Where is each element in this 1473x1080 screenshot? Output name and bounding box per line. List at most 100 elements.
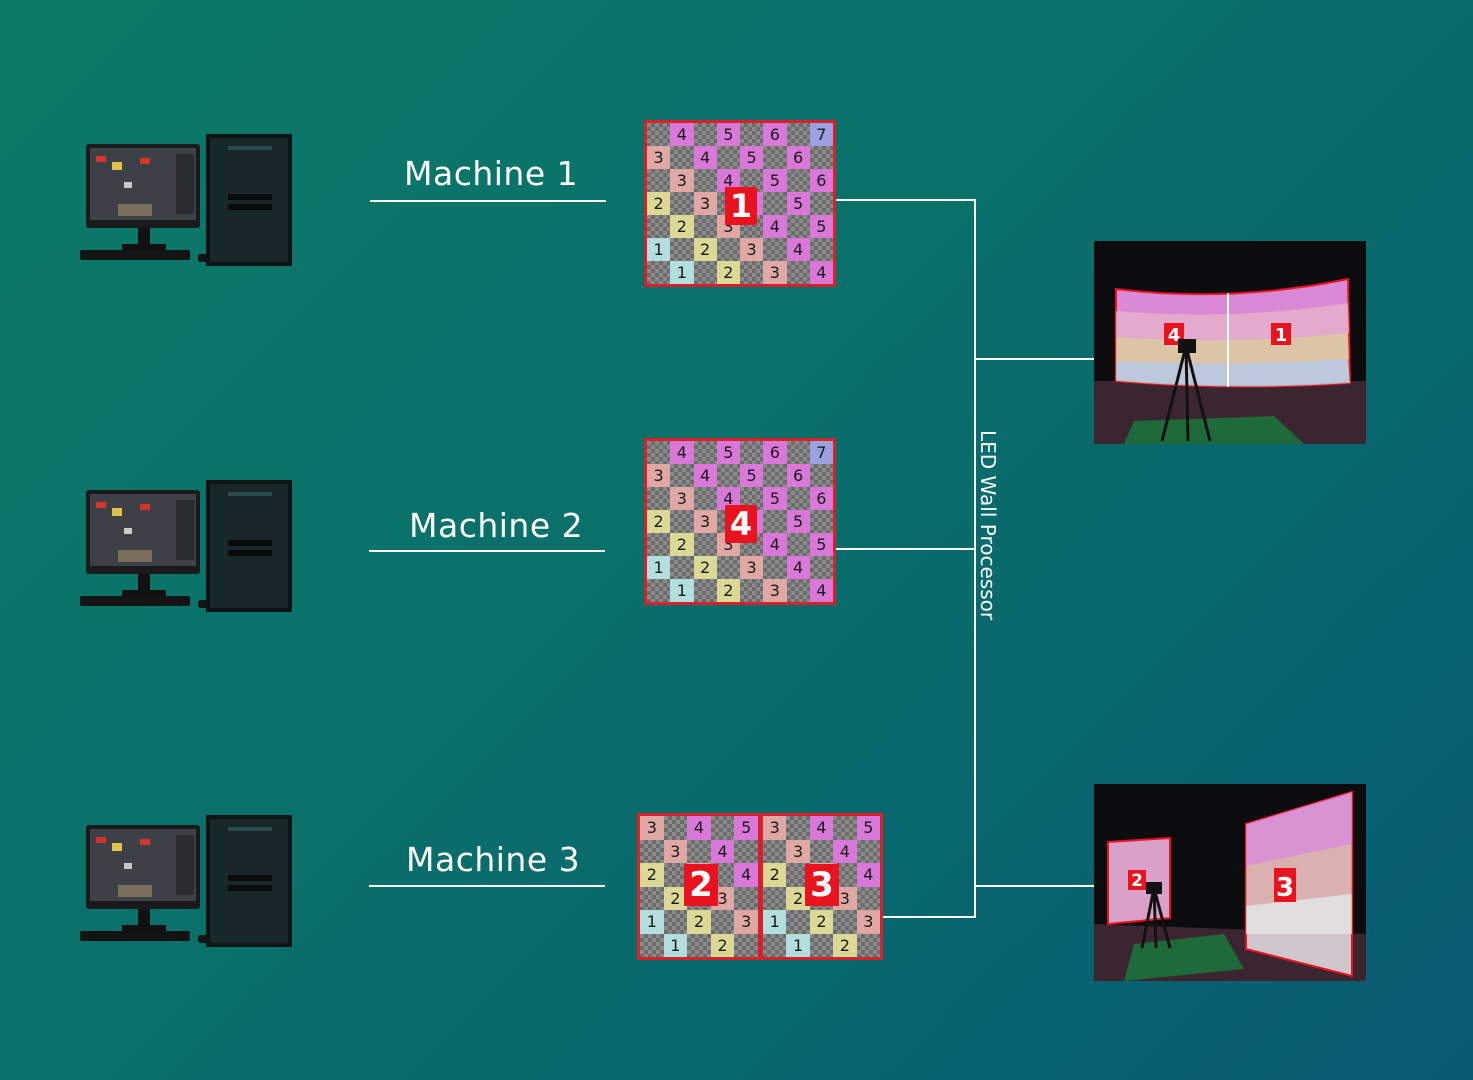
- pattern-cell: [786, 215, 810, 238]
- pattern-cell: 4: [786, 556, 810, 579]
- pattern-cell: [786, 261, 810, 284]
- pattern-cell: 5: [856, 816, 880, 840]
- wall-number-4: 4: [1168, 325, 1181, 346]
- pattern-cell: [647, 441, 671, 464]
- pattern-cell: 3: [740, 556, 764, 579]
- pattern-cell: 4: [693, 146, 717, 169]
- pattern-cell: 3: [763, 579, 787, 602]
- pattern-cell: 3: [693, 192, 717, 215]
- pattern-cell: 2: [693, 238, 717, 261]
- pattern-cell: [647, 487, 671, 510]
- machine-1-underline: [370, 200, 606, 202]
- tile-number-machine-3-right: 3: [805, 864, 839, 906]
- pattern-cell: [809, 556, 833, 579]
- pattern-cell: 4: [809, 579, 833, 602]
- pattern-cell: 2: [833, 933, 857, 957]
- pattern-cell: [663, 863, 688, 887]
- pattern-cell: [693, 215, 717, 238]
- pattern-cell: 4: [833, 839, 857, 863]
- pattern-cell: [763, 464, 787, 487]
- pattern-cell: 1: [640, 910, 664, 934]
- pattern-cell: [763, 146, 787, 169]
- pattern-cell: 3: [663, 839, 688, 863]
- test-pattern-machine-3-right: 345342342312312 3: [760, 813, 883, 960]
- pattern-cell: 1: [663, 933, 688, 957]
- pattern-cell: [763, 839, 787, 863]
- pattern-cell: [687, 839, 711, 863]
- pattern-cell: [693, 579, 717, 602]
- pattern-cell: [763, 238, 787, 261]
- pattern-cell: 4: [763, 533, 787, 556]
- pattern-cell: [647, 261, 671, 284]
- pattern-cell: [716, 146, 740, 169]
- pattern-cell: 2: [663, 886, 688, 910]
- workstation-icon: [80, 480, 292, 612]
- pattern-cell: 6: [786, 464, 810, 487]
- connector-machine-1: [836, 199, 976, 201]
- pattern-cell: 1: [670, 579, 694, 602]
- pattern-cell: 2: [809, 910, 834, 934]
- pattern-cell: [833, 816, 857, 840]
- pattern-cell: [693, 441, 717, 464]
- connector-wall-bottom: [974, 885, 1094, 887]
- pattern-cell: 4: [734, 863, 758, 887]
- pattern-cell: 3: [763, 816, 787, 840]
- pattern-cell: 4: [809, 261, 833, 284]
- pattern-cell: 2: [647, 192, 671, 215]
- pattern-cell: 5: [734, 816, 758, 840]
- pattern-cell: 2: [716, 579, 740, 602]
- computer-1: [78, 132, 296, 268]
- pattern-cell: [786, 123, 810, 146]
- pattern-cell: 4: [710, 839, 735, 863]
- pattern-cell: 1: [647, 556, 671, 579]
- pattern-cell: [786, 863, 810, 887]
- pattern-cell: [856, 839, 880, 863]
- pattern-cell: 2: [640, 863, 664, 887]
- test-pattern-machine-3-left: 345342342312312 2: [637, 813, 761, 960]
- pattern-cell: [786, 816, 810, 840]
- tile-number-machine-2: 4: [725, 505, 757, 543]
- pattern-cell: 5: [786, 510, 810, 533]
- pattern-cell: [640, 839, 664, 863]
- pattern-cell: [647, 579, 671, 602]
- pattern-cell: [640, 886, 664, 910]
- pattern-cell: 3: [740, 238, 764, 261]
- pattern-cell: 5: [809, 533, 833, 556]
- pattern-cell: [763, 886, 787, 910]
- pattern-cell: [734, 933, 758, 957]
- pattern-cell: [670, 192, 694, 215]
- pattern-cell: [833, 910, 857, 934]
- pattern-cell: 7: [809, 441, 833, 464]
- pattern-cell: [809, 839, 834, 863]
- pattern-cell: 4: [809, 816, 834, 840]
- pattern-cell: 6: [809, 487, 833, 510]
- computer-2: [78, 478, 296, 614]
- pattern-cell: [740, 487, 764, 510]
- pattern-cell: [763, 192, 787, 215]
- pattern-cell: 5: [809, 215, 833, 238]
- pattern-cell: 2: [716, 261, 740, 284]
- pattern-cell: 4: [716, 169, 740, 192]
- pattern-cell: [670, 238, 694, 261]
- pattern-cell: 5: [740, 464, 764, 487]
- pattern-cell: 3: [763, 261, 787, 284]
- pattern-cell: [710, 816, 735, 840]
- led-wall-photo-curved: 4 1: [1094, 241, 1366, 444]
- pattern-cell: 6: [809, 169, 833, 192]
- pattern-cell: 6: [763, 123, 787, 146]
- pattern-cell: [716, 238, 740, 261]
- pattern-cell: [716, 464, 740, 487]
- pattern-cell: [763, 556, 787, 579]
- pattern-cell: [740, 579, 764, 602]
- pattern-cell: [734, 839, 758, 863]
- pattern-cell: [740, 261, 764, 284]
- pattern-cell: 4: [763, 215, 787, 238]
- pattern-cell: [693, 533, 717, 556]
- pattern-cell: 7: [809, 123, 833, 146]
- wall-number-1: 1: [1275, 325, 1288, 346]
- connector-wall-top: [974, 358, 1094, 360]
- pattern-cell: 5: [786, 192, 810, 215]
- pattern-cell: [740, 123, 764, 146]
- pattern-cell: [763, 933, 787, 957]
- pattern-cell: 4: [687, 816, 711, 840]
